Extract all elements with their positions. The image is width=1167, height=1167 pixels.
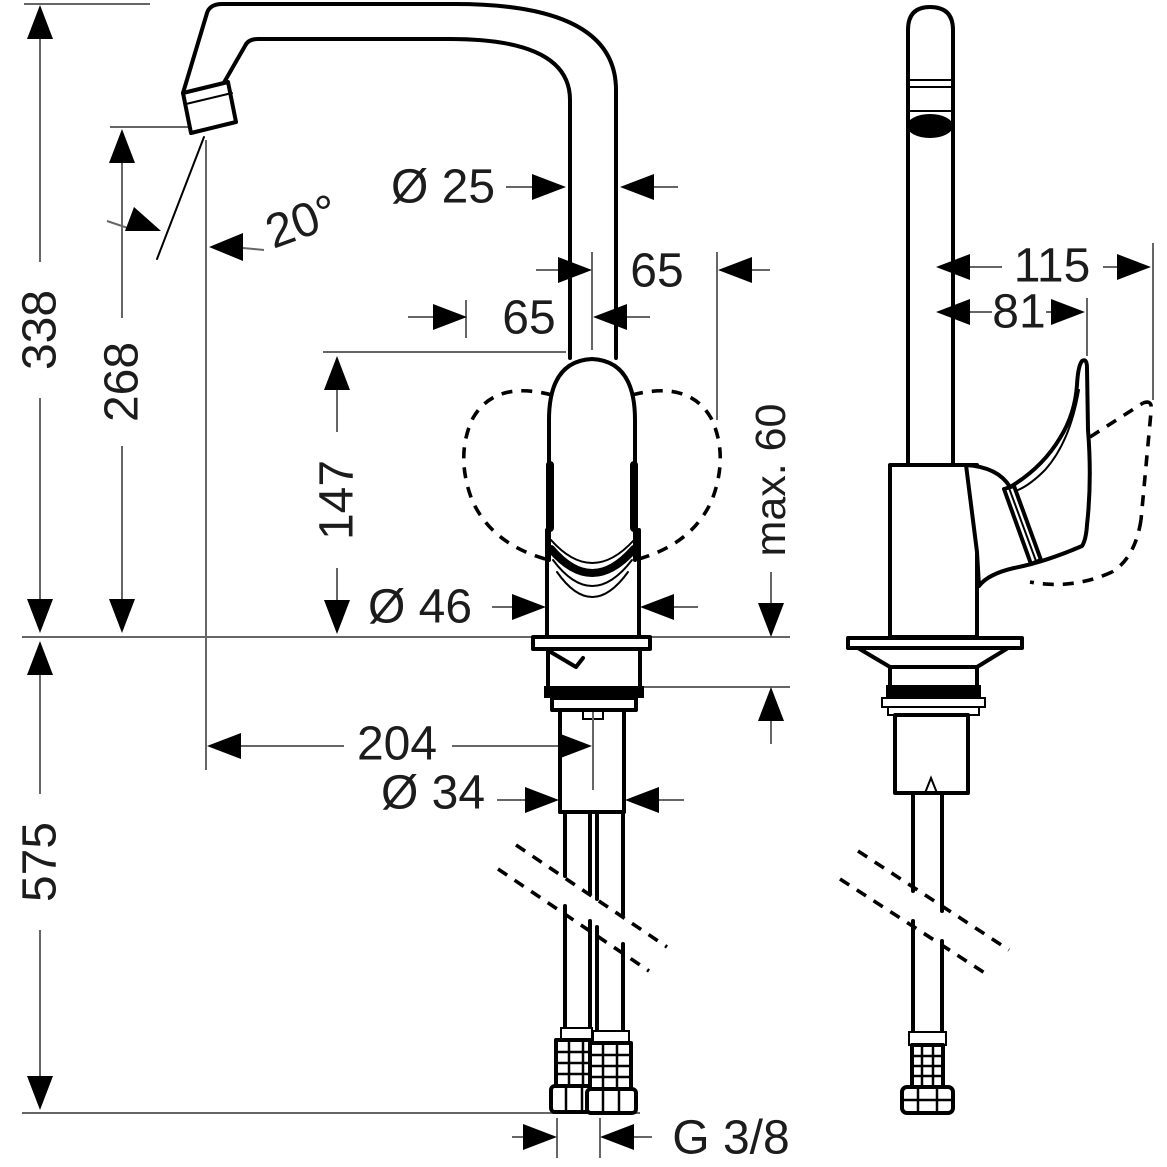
dim-spout-outlet-height: 268 (96, 342, 149, 422)
break-line (514, 843, 669, 949)
dimension-arrows (27, 5, 1151, 1150)
spout-inner-contour (220, 37, 572, 360)
retaining-hook (547, 649, 585, 669)
base-seal (544, 686, 644, 698)
side-spout-pipe (906, 5, 955, 468)
dim-handle-swing-left: 65 (502, 292, 555, 345)
dim-handle-swing-right: 65 (630, 245, 683, 298)
dim-spout-reach: 204 (357, 718, 437, 771)
dim-hose-connection-thread: G 3/8 (672, 1112, 789, 1165)
break-line (496, 867, 651, 973)
dim-handle-top-height: 147 (311, 460, 364, 540)
side-body (888, 463, 979, 639)
dim-spout-pipe-diameter: Ø 25 (391, 161, 495, 214)
handle-swing-right-outline (631, 388, 723, 562)
dim-total-height: 338 (14, 290, 67, 370)
spray-angle-line (156, 136, 205, 260)
break-line (839, 877, 992, 979)
dim-below-counter-depth: 575 (14, 822, 67, 902)
side-aerator-outlet (907, 114, 953, 138)
handle-dome (547, 357, 637, 562)
dim-spout-angle: 20° (259, 185, 345, 260)
dim-max-counter-thickness: max. 60 (747, 404, 795, 557)
aerator (181, 80, 238, 135)
side-base-seal (886, 685, 981, 698)
side-hose-connector (900, 1031, 955, 1115)
side-elevation (839, 5, 1154, 1115)
dim-shank-diameter: Ø 34 (381, 767, 485, 820)
side-handle (964, 358, 1092, 588)
side-handle-raised-outline (1029, 400, 1154, 587)
spout-outer-contour (181, 2, 618, 360)
handle-swing-left-outline (461, 388, 553, 562)
break-line (857, 849, 1010, 952)
deck-flange (531, 635, 652, 651)
dim-handle-reach: 81 (992, 286, 1045, 339)
dim-handle-reach-raised: 115 (1014, 240, 1091, 293)
front-elevation (156, 2, 723, 1115)
dim-body-diameter: Ø 46 (368, 581, 472, 634)
hose-connector-right (585, 1030, 638, 1115)
